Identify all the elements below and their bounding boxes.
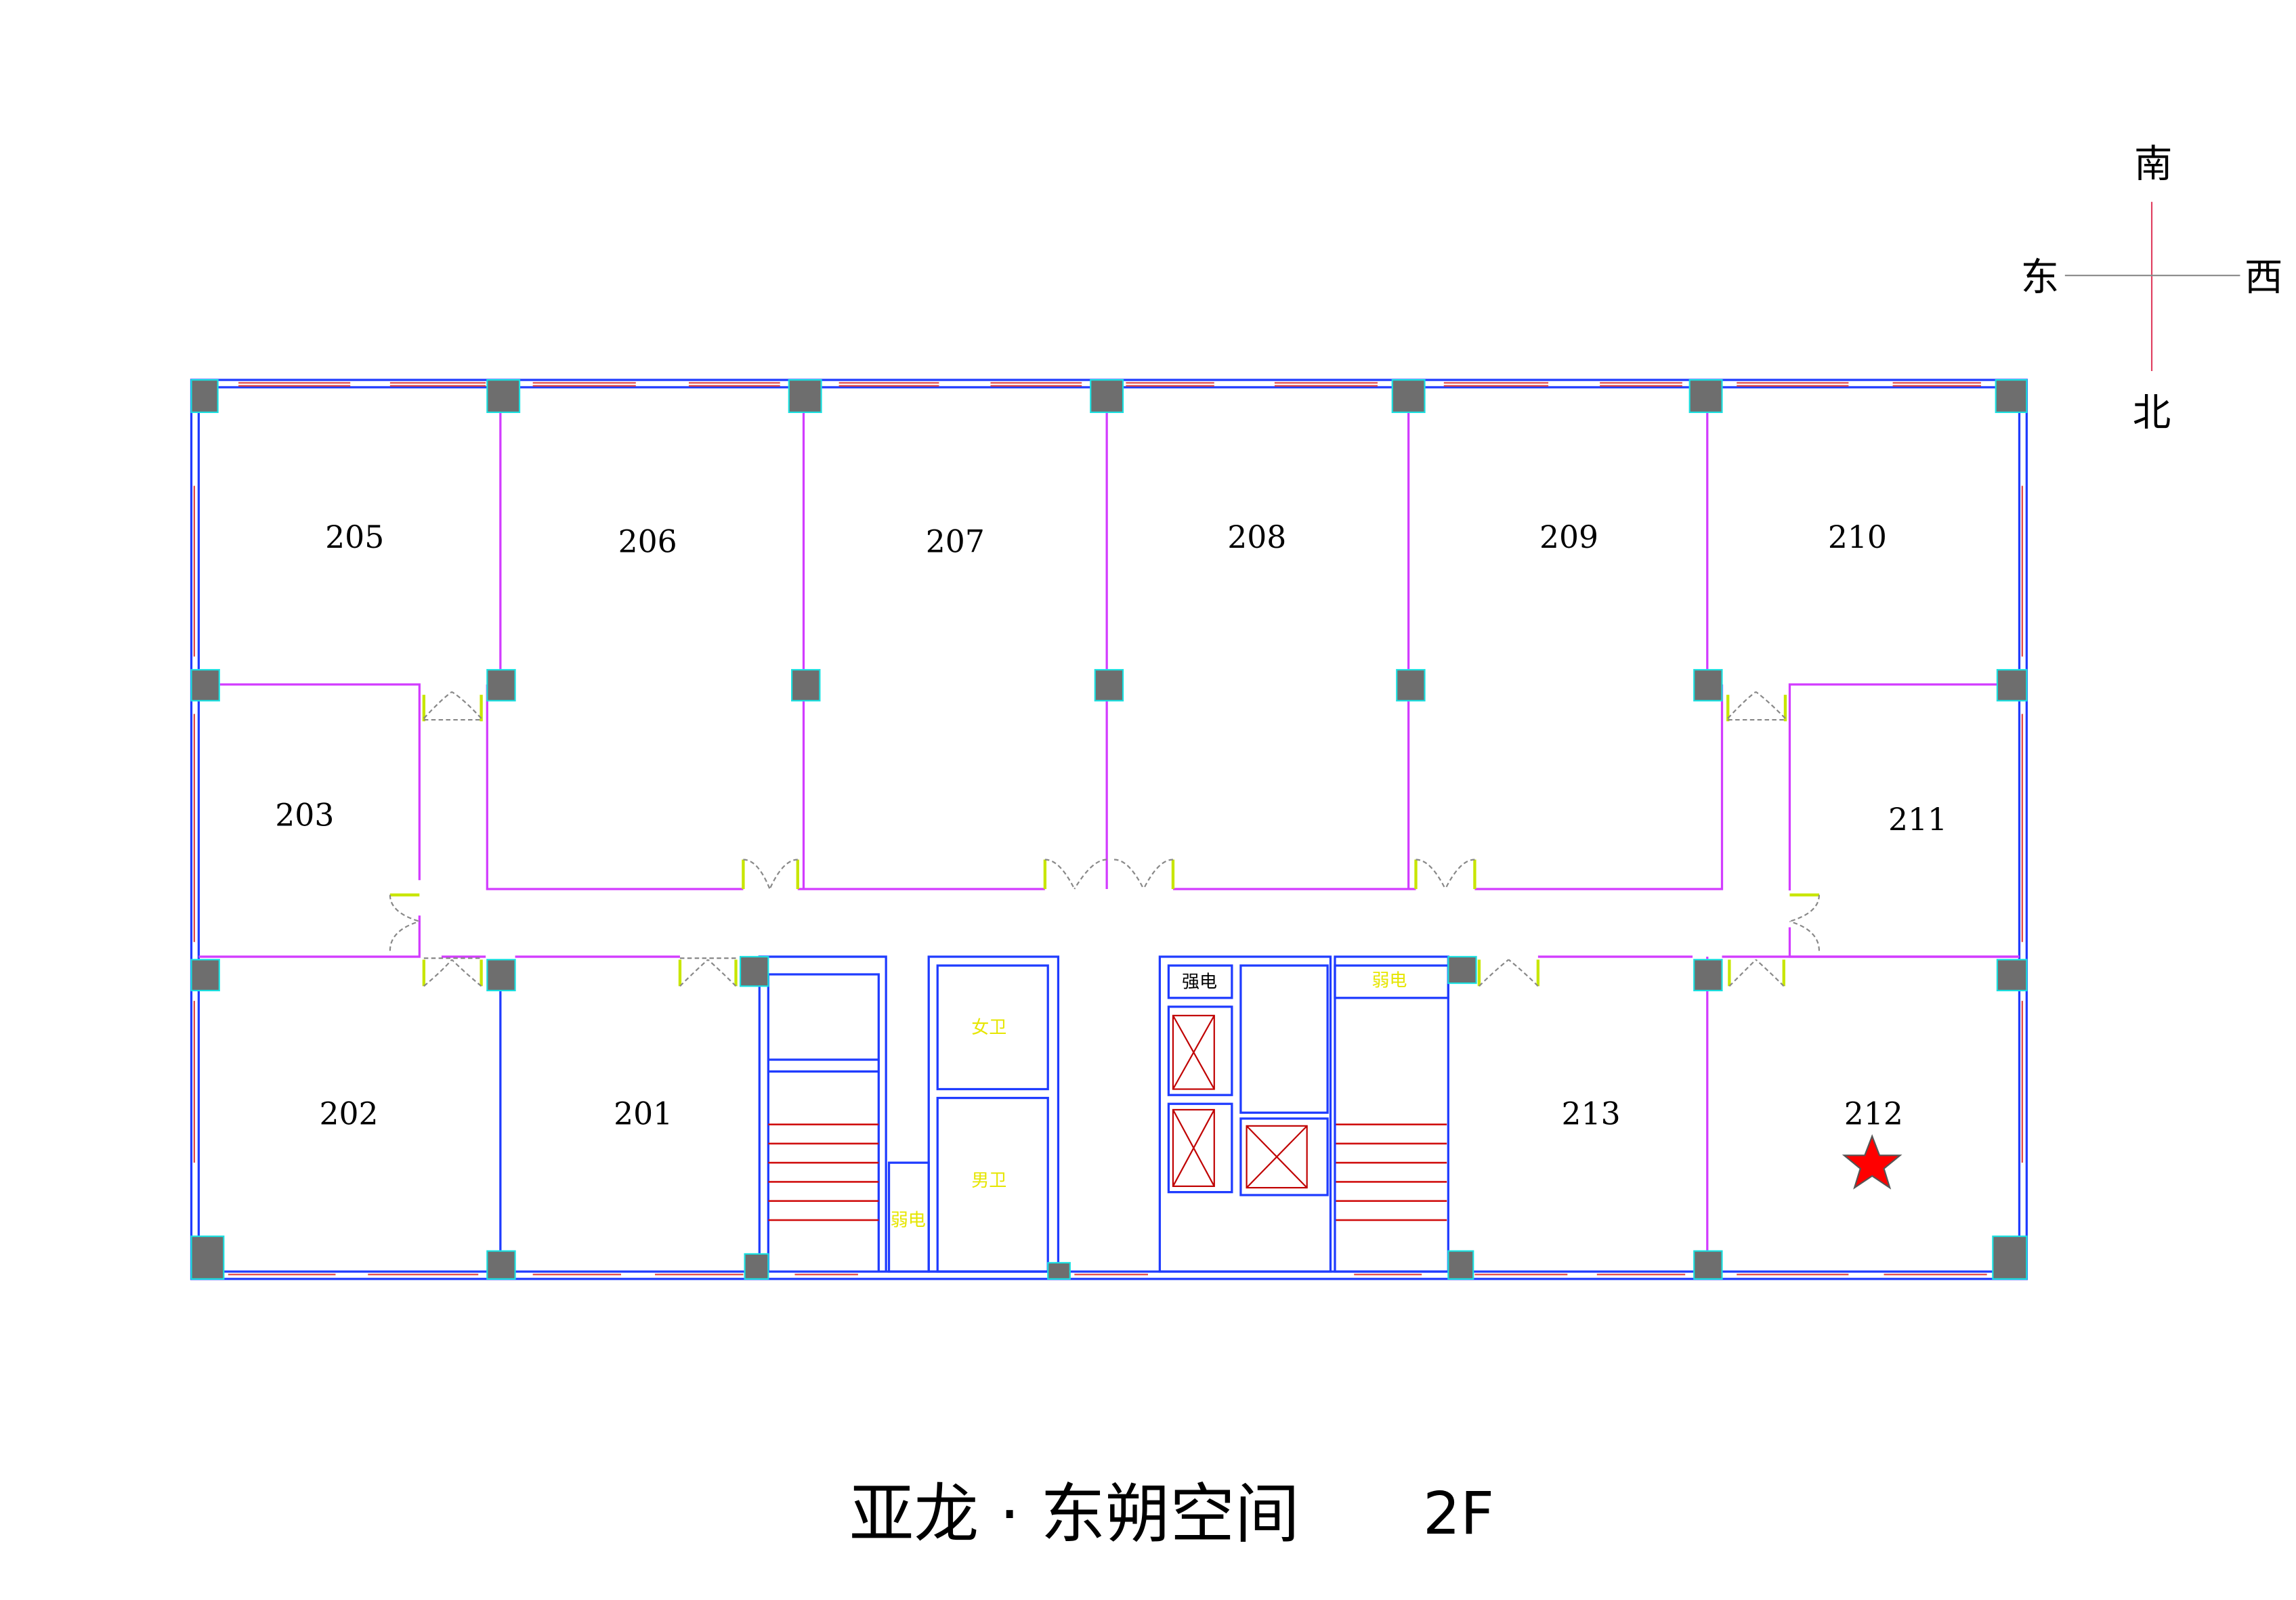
exterior-walls xyxy=(190,379,2028,1280)
location-star-icon xyxy=(1842,1134,1902,1190)
room-202[interactable]: 202 xyxy=(319,1096,378,1132)
room-205[interactable]: 205 xyxy=(325,519,384,555)
room-203[interactable]: 203 xyxy=(275,798,334,834)
compass-east: 东 xyxy=(2021,256,2060,300)
label-womens-wc: 女卫 xyxy=(971,1018,1006,1038)
room-201[interactable]: 201 xyxy=(614,1096,673,1132)
room-208[interactable]: 208 xyxy=(1227,519,1286,555)
title-floor: 2F xyxy=(1423,1479,1494,1548)
label-strong-power: 强电 xyxy=(1182,972,1217,993)
compass: 南 东 西 北 xyxy=(2021,142,2283,435)
compass-west: 西 xyxy=(2245,256,2283,300)
label-weak-power-east: 弱电 xyxy=(1372,970,1407,991)
title-name: 亚龙 · 东朔空间 xyxy=(849,1476,1300,1552)
label-weak-power-west: 弱电 xyxy=(891,1211,926,1231)
room-210[interactable]: 210 xyxy=(1828,519,1887,555)
room-213[interactable]: 213 xyxy=(1562,1096,1621,1132)
room-212[interactable]: 212 xyxy=(1844,1096,1903,1132)
partitions xyxy=(198,390,2020,1272)
plan-title: 亚龙 · 东朔空间 2F xyxy=(849,1476,1494,1552)
room-labels: 205 206 207 208 209 210 203 211 202 201 … xyxy=(275,519,1947,1132)
label-mens-wc: 男卫 xyxy=(971,1171,1006,1191)
room-211[interactable]: 211 xyxy=(1888,802,1947,838)
structural-columns xyxy=(190,379,2028,1280)
compass-south: 南 xyxy=(2134,142,2173,186)
room-207[interactable]: 207 xyxy=(926,523,985,559)
room-209[interactable]: 209 xyxy=(1539,519,1598,555)
room-206[interactable]: 206 xyxy=(618,523,677,559)
core: 强电 弱电 弱电 女卫 男卫 xyxy=(758,955,1449,1273)
doors xyxy=(389,691,1821,987)
compass-north: 北 xyxy=(2133,391,2171,435)
